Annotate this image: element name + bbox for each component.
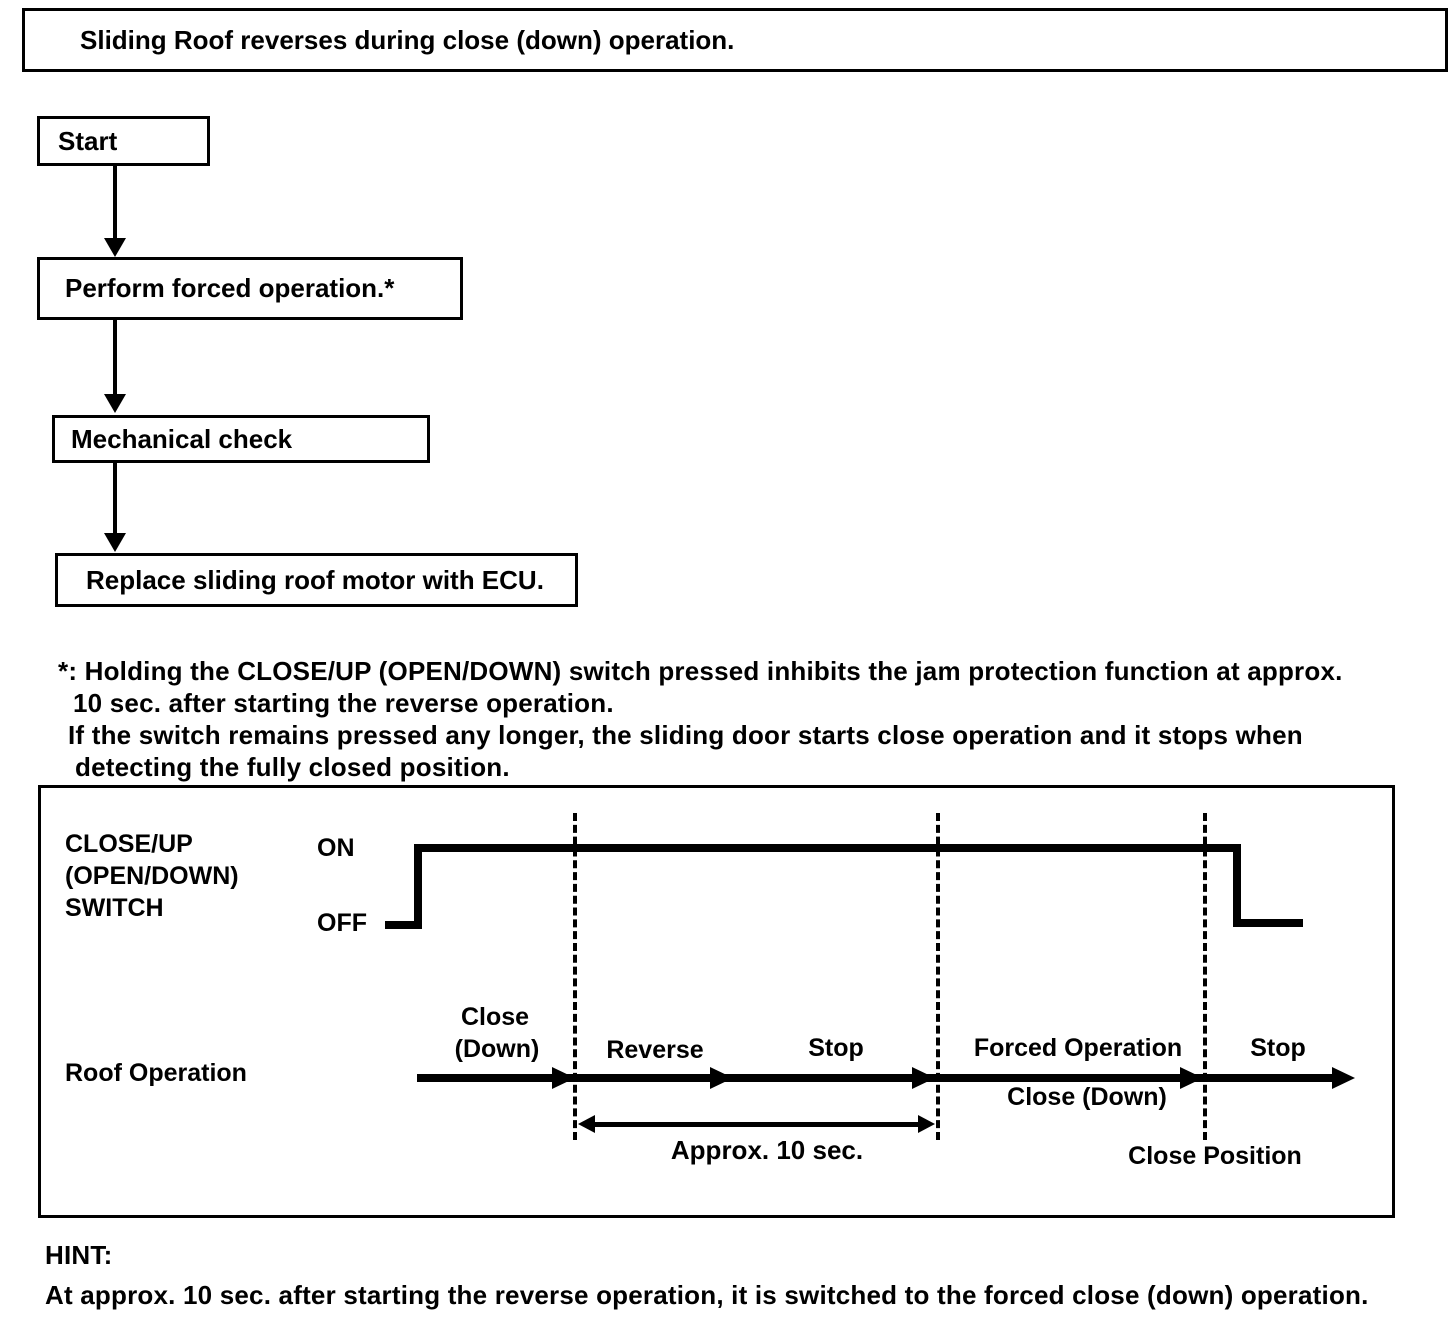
page-title: Sliding Roof reverses during close (down… xyxy=(80,24,735,55)
timeline-arrowhead-3-icon xyxy=(912,1067,935,1089)
phase-close-line1: Close xyxy=(460,1003,530,1031)
footnote-line-2: 10 sec. after starting the reverse opera… xyxy=(73,688,614,718)
switch-falling-edge xyxy=(1233,844,1241,927)
footnote-line-3: If the switch remains pressed any longer… xyxy=(68,720,1303,750)
roof-timeline xyxy=(417,1074,1341,1082)
flow-step-forced-operation: Perform forced operation.* xyxy=(37,257,463,320)
phase-reverse: Reverse xyxy=(606,1036,704,1064)
flow-connector-2 xyxy=(113,320,117,396)
event-marker-forced-start xyxy=(936,813,940,1140)
roof-operation-label: Roof Operation xyxy=(65,1059,247,1087)
flow-step-label: Start xyxy=(58,125,118,156)
timing-diagram-box xyxy=(38,785,1395,1218)
off-label: OFF xyxy=(317,909,367,937)
on-label: ON xyxy=(317,834,355,862)
switch-rising-edge xyxy=(414,844,422,929)
phase-close-line2: (Down) xyxy=(454,1035,540,1063)
phase-stop-1: Stop xyxy=(808,1034,864,1062)
flow-connector-3 xyxy=(113,463,117,535)
approx-duration-label: Approx. 10 sec. xyxy=(670,1135,864,1165)
footnote-line-1: *: Holding the CLOSE/UP (OPEN/DOWN) swit… xyxy=(58,656,1343,686)
flow-step-replace-motor: Replace sliding roof motor with ECU. xyxy=(55,553,578,607)
switch-off-segment-left xyxy=(385,921,422,929)
phase-forced-operation: Forced Operation xyxy=(973,1034,1183,1062)
hint-text: At approx. 10 sec. after starting the re… xyxy=(45,1280,1369,1310)
flow-step-start: Start xyxy=(37,116,210,166)
timeline-arrowhead-1-icon xyxy=(552,1067,575,1089)
hint-heading: HINT: xyxy=(45,1240,113,1270)
flow-connector-1 xyxy=(113,166,117,240)
switch-on-segment xyxy=(414,844,1241,852)
approx-arrowhead-right-icon xyxy=(918,1115,935,1133)
footnote-line-4: detecting the fully closed position. xyxy=(75,752,510,782)
event-marker-reverse-start xyxy=(573,813,577,1140)
timeline-arrowhead-4-icon xyxy=(1180,1067,1203,1089)
event-marker-close-position xyxy=(1203,813,1207,1140)
phase-forced-close-down: Close (Down) xyxy=(1007,1083,1167,1111)
close-position-label: Close Position xyxy=(1128,1142,1302,1170)
approx-arrow-shaft xyxy=(585,1122,925,1127)
flow-step-mechanical-check: Mechanical check xyxy=(52,415,430,463)
flow-step-label: Replace sliding roof motor with ECU. xyxy=(86,564,544,595)
switch-label-line-1: CLOSE/UP xyxy=(65,830,193,858)
flow-step-label: Perform forced operation.* xyxy=(65,273,395,303)
flow-step-label: Mechanical check xyxy=(71,423,293,454)
approx-arrowhead-left-icon xyxy=(578,1115,595,1133)
switch-label-line-2: (OPEN/DOWN) xyxy=(65,862,239,890)
flow-arrowhead-2-icon xyxy=(104,394,126,413)
timeline-arrowhead-end-icon xyxy=(1332,1067,1355,1089)
title-box: Sliding Roof reverses during close (down… xyxy=(22,8,1448,72)
flow-arrowhead-1-icon xyxy=(104,238,126,257)
switch-off-segment-right xyxy=(1233,919,1303,927)
flow-arrowhead-3-icon xyxy=(104,533,126,552)
phase-stop-2: Stop xyxy=(1250,1034,1306,1062)
timeline-arrowhead-2-icon xyxy=(710,1067,733,1089)
switch-label-line-3: SWITCH xyxy=(65,894,164,922)
